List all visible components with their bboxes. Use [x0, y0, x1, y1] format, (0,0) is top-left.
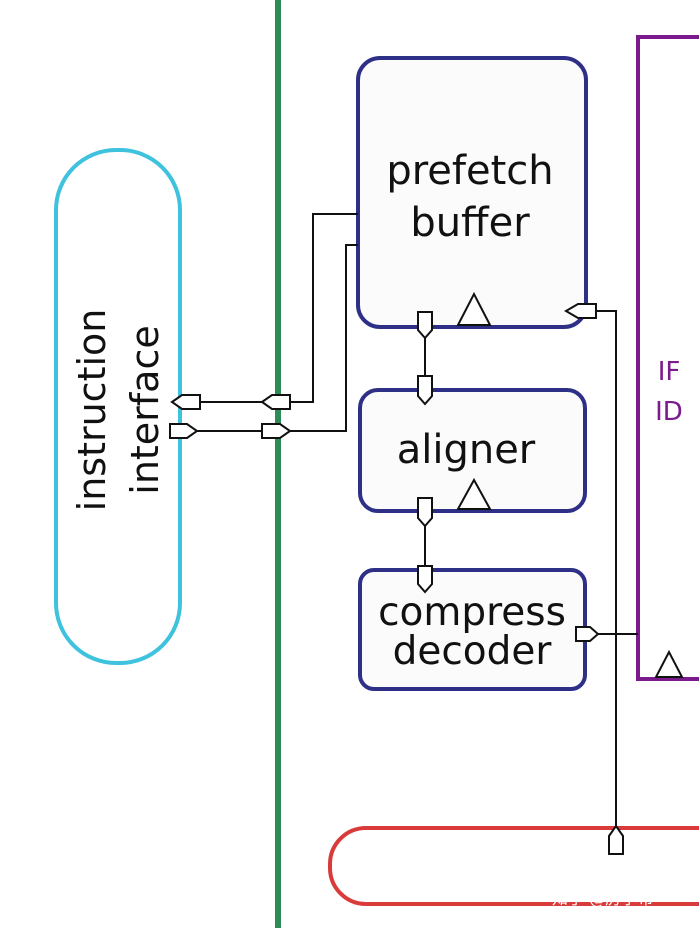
wire-feedback-to-prefetch: [596, 310, 617, 830]
if-id-label-line1: IF: [658, 357, 681, 387]
watermark-text: 知乎 @厉小布: [552, 889, 653, 908]
connector-prefetch-out-icon: [417, 311, 433, 340]
if-id-clock-icon: [654, 649, 684, 678]
connector-bottom-out-icon: [608, 824, 624, 855]
instruction-interface-label: instruction: [70, 309, 114, 512]
aligner-clock-icon: [456, 477, 492, 510]
signal-wires: [197, 213, 638, 830]
instruction-interface-label-2: interface: [123, 325, 167, 494]
connector-feedback-in-icon: [564, 303, 597, 319]
prefetch-buffer-clock-icon: [456, 291, 492, 326]
connector-arrows: [169, 303, 624, 855]
instruction-interface-line2: interface: [123, 325, 167, 494]
compress-decoder-line1: compress: [378, 590, 566, 635]
connector-boundary-in-icon: [261, 423, 292, 439]
wire-prefetch-to-interface-1: [290, 213, 358, 403]
prefetch-buffer-line2: buffer: [410, 200, 530, 246]
connector-interface-in-icon: [170, 394, 201, 410]
wire-interface-to-prefetch-2: [290, 244, 358, 432]
connector-boundary-out-icon: [260, 394, 291, 410]
connector-aligner-out-icon: [417, 497, 433, 528]
connector-interface-out-icon: [169, 423, 199, 439]
aligner-block: [358, 388, 587, 513]
bottom-block: [328, 826, 699, 906]
prefetch-buffer-line1: prefetch: [386, 148, 553, 194]
if-id-register-block: [636, 35, 699, 681]
compress-decoder-line2: decoder: [393, 629, 553, 674]
connector-aligner-in-icon: [417, 375, 433, 406]
prefetch-buffer-block: [356, 56, 588, 329]
instruction-interface-line1: instruction: [70, 309, 114, 512]
if-id-label-line2: ID: [655, 397, 683, 427]
connector-decoder-in-icon: [417, 565, 433, 594]
connector-decoder-out-icon: [575, 626, 600, 642]
aligner-label: aligner: [397, 427, 536, 473]
